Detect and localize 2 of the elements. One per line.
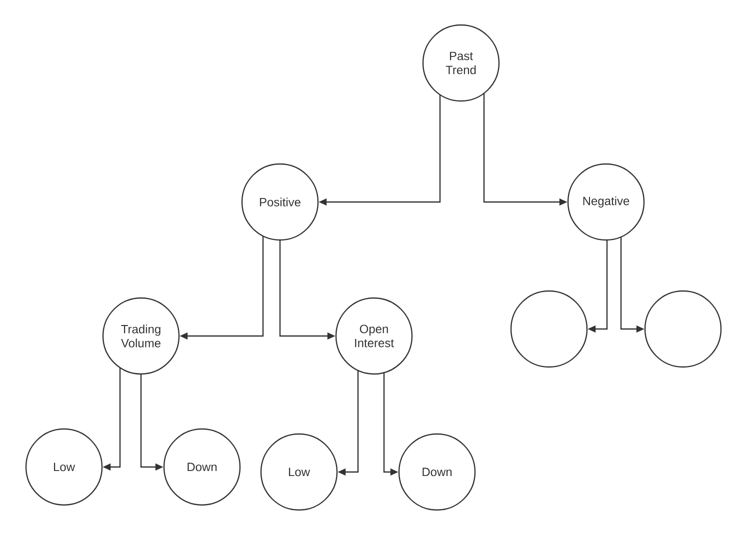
circle-node — [510, 290, 588, 368]
circle-node — [644, 290, 722, 368]
